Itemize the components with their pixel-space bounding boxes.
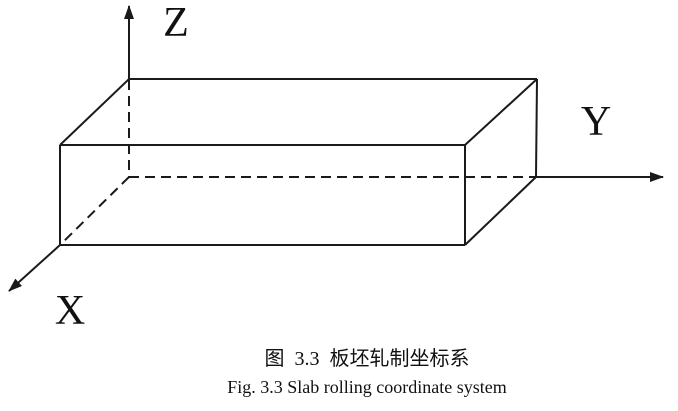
y-axis-label: Y [581,99,611,145]
slab-bottom-left-edge-hidden [59,176,130,246]
z-axis-label: Z [163,0,189,46]
slab-bottom-right-edge [464,176,537,246]
slab-top-left-edge [59,78,130,146]
x-axis-label: X [55,288,85,334]
slab-top-right-edge [464,78,538,146]
slab-coordinate-diagram: Z Y X [8,0,664,334]
figure-caption-english: Fig. 3.3 Slab rolling coordinate system [227,377,507,397]
figure-caption-chinese: 图 3.3 板坯轧制坐标系 [264,348,470,370]
x-axis-line [8,244,61,292]
slab-back-right-vertical-edge [535,78,538,178]
